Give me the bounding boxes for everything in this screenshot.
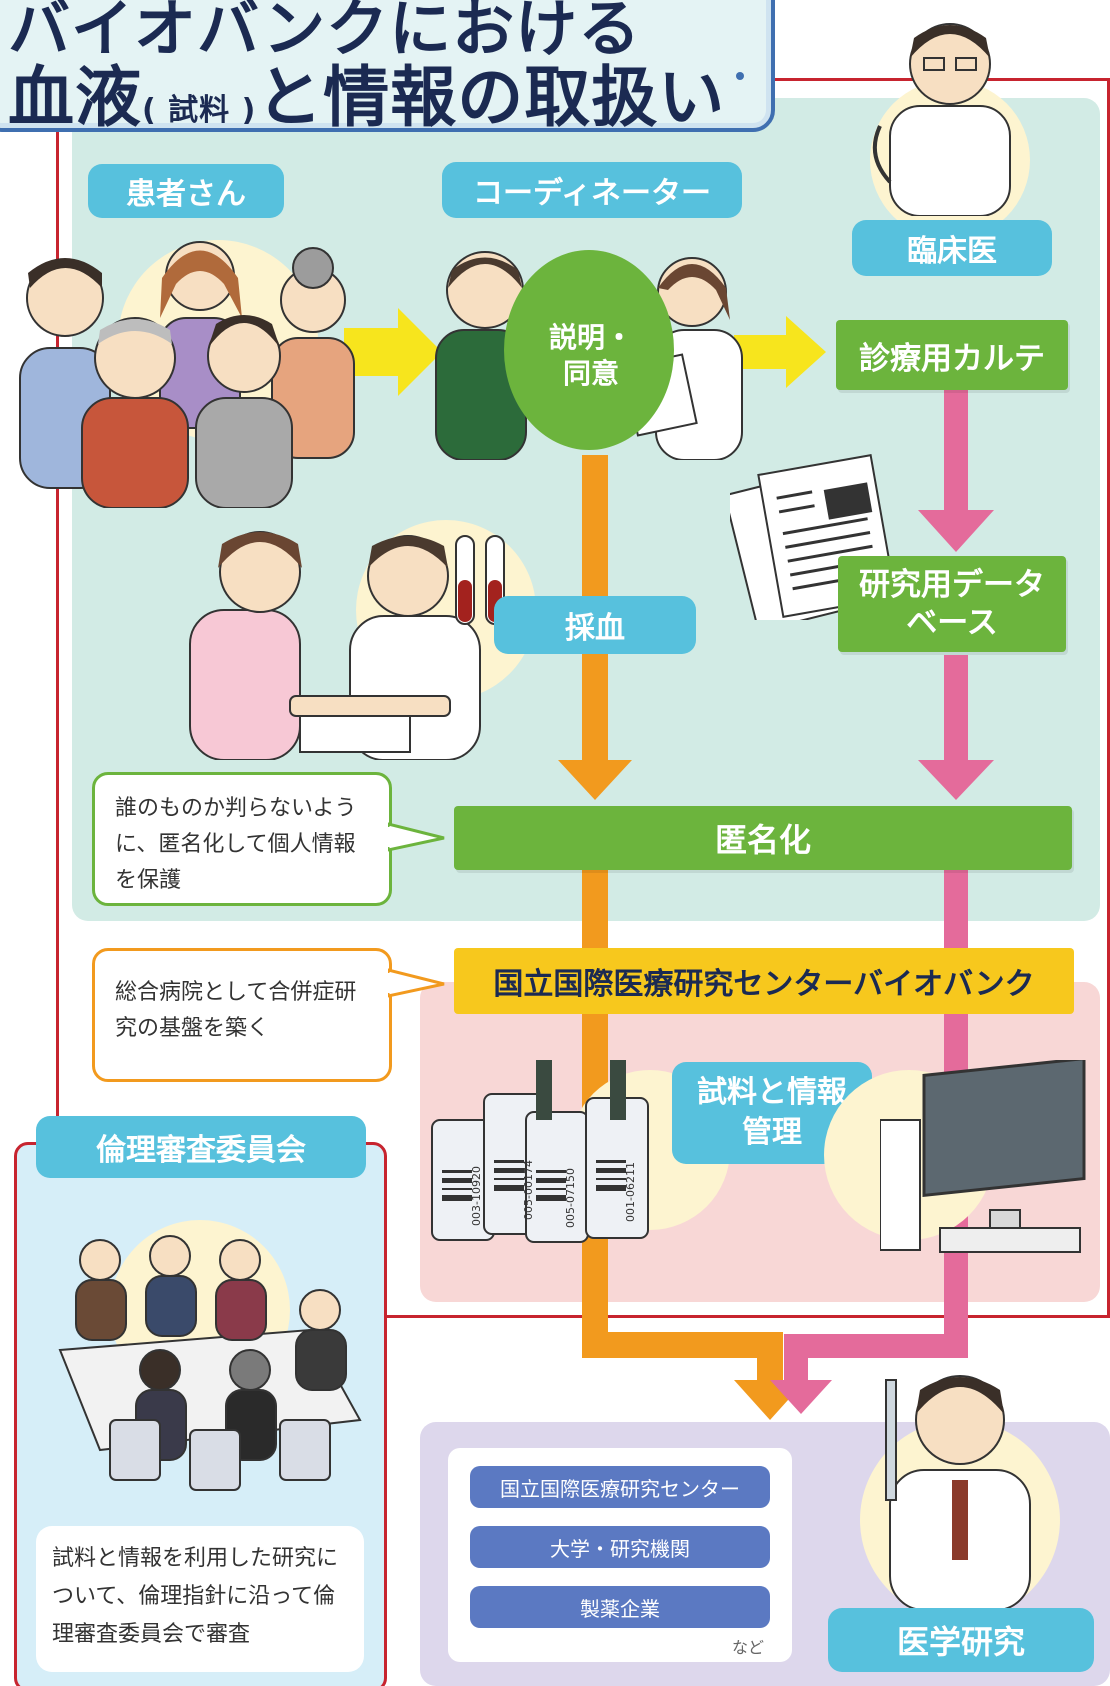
title-line-1: バイオバンクにおける (8, 0, 642, 65)
red-frame-right (1107, 78, 1110, 1318)
tube-barcode-2: 005-00174 (522, 1160, 535, 1220)
institution-pharma: 製薬企業 (470, 1586, 770, 1628)
arrow-consent-to-record (734, 316, 826, 388)
red-frame-left (56, 118, 59, 1142)
pink-flow-top (944, 390, 968, 518)
hospital-note: 総合病院として合併症研究の基盤を築く (115, 980, 357, 1041)
anonymization-callout-tail (388, 822, 445, 852)
institution-university: 大学・研究機関 (470, 1526, 770, 1568)
consent-circle (504, 250, 674, 450)
researcher-illustration (885, 1375, 1031, 1610)
explanation-consent-label: 説明・同意 (548, 321, 633, 390)
patients-illustration (19, 241, 355, 508)
ethics-callout: 試料と情報を利用した研究について、倫理指針に沿って倫理審査委員会で審査 (36, 1526, 364, 1672)
arrow-patients-to-coordinator (344, 308, 442, 396)
title-dot (736, 72, 744, 80)
clinician-label: 臨床医 (852, 220, 1052, 276)
institutions-etc: など (732, 1638, 765, 1657)
institution-ncgm: 国立国際医療研究センター (470, 1466, 770, 1508)
pink-flow-mid (944, 655, 968, 767)
orange-flow-down (757, 1332, 783, 1382)
title-blood: 血液 (8, 59, 142, 136)
pink-arrowhead-1 (918, 510, 994, 552)
research-database-box: 研究用データベース (838, 556, 1066, 652)
medical-record-box: 診療用カルテ (836, 320, 1068, 390)
pink-flow-down (784, 1334, 808, 1382)
pink-flow-horizontal (784, 1334, 968, 1358)
tube-barcode-4: 001-06211 (624, 1162, 637, 1222)
title-box: バイオバンクにおける 血液( 試料 )と情報の取扱い (0, 0, 775, 136)
patients-label: 患者さん (88, 164, 284, 218)
title-info: と情報の取扱い (256, 59, 726, 136)
anonymization-box: 匿名化 (454, 806, 1072, 870)
red-frame-bottom (387, 1315, 1110, 1318)
anonymization-callout: 誰のものか判らないように、匿名化して個人情報を保護 (92, 772, 392, 906)
hospital-callout: 総合病院として合併症研究の基盤を築く (92, 948, 392, 1082)
tube-barcode-1: 003-10920 (470, 1166, 483, 1226)
anonymization-note: 誰のものか判らないように、匿名化して個人情報を保護 (115, 796, 357, 893)
blood-collection-label: 採血 (494, 596, 696, 654)
sample-tubes-illustration: 003-10920 005-00174 005-07150 001-06211 (431, 1060, 649, 1243)
pink-arrowhead-2 (918, 760, 994, 800)
biobank-box: 国立国際医療研究センターバイオバンク (454, 948, 1074, 1014)
meeting-illustration (58, 1235, 362, 1491)
ethics-committee-label: 倫理審査委員会 (36, 1116, 366, 1178)
medical-research-label: 医学研究 (828, 1608, 1094, 1672)
tube-barcode-3: 005-07150 (564, 1168, 577, 1228)
title-line-2: 血液( 試料 )と情報の取扱い (8, 44, 725, 140)
orange-flow-horizontal (582, 1332, 782, 1358)
blood-collection-illustration (189, 531, 481, 760)
hospital-callout-tail (388, 968, 445, 998)
title-sample: ( 試料 ) (142, 93, 257, 128)
pink-arrowhead-final (770, 1380, 832, 1414)
computer-illustration (880, 1060, 1086, 1253)
ethics-note: 試料と情報を利用した研究について、倫理指針に沿って倫理審査委員会で審査 (52, 1546, 339, 1647)
coordinator-label: コーディネーター (442, 162, 742, 218)
doctor-illustration (872, 23, 1011, 216)
orange-arrowhead-1 (558, 760, 632, 800)
